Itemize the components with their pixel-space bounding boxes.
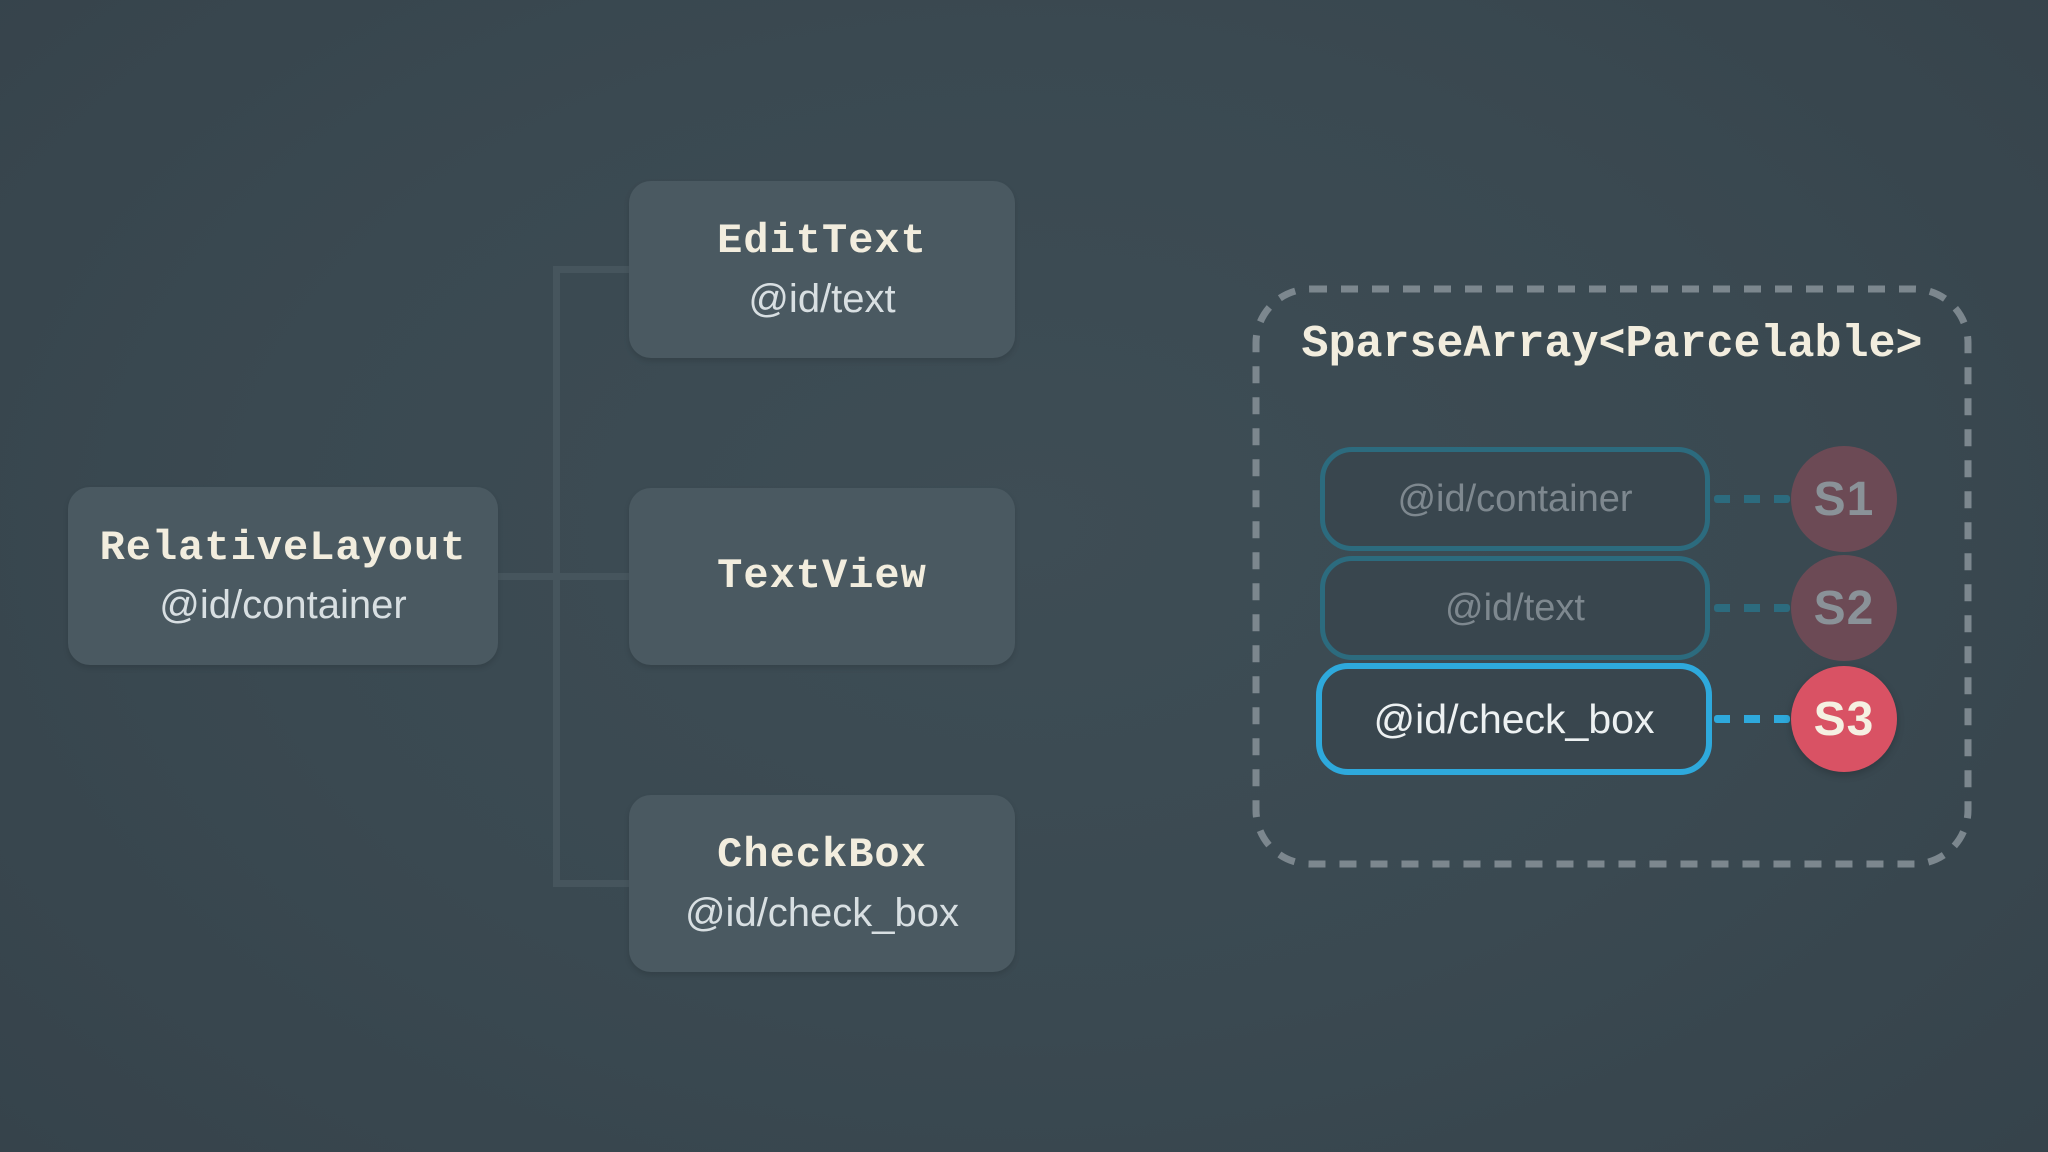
state-link-s2 — [1714, 604, 1790, 612]
state-badge-s1: S1 — [1791, 446, 1897, 552]
state-badge-s2: S2 — [1791, 555, 1897, 661]
node-subtitle: @id/check_box — [684, 890, 960, 935]
saved-state-key-container: @id/container — [1320, 447, 1710, 551]
node-title: CheckBox — [717, 831, 927, 880]
tree-connector-edittext — [553, 266, 631, 273]
node-title: RelativeLayout — [99, 523, 467, 572]
saved-state-key-check-box: @id/check_box — [1316, 663, 1712, 775]
view-node-checkbox: CheckBox @id/check_box — [629, 795, 1015, 972]
state-link-s1 — [1714, 495, 1790, 503]
node-subtitle: @id/container — [159, 583, 407, 628]
state-badge-s3: S3 — [1791, 666, 1897, 772]
tree-connector-checkbox — [553, 880, 631, 887]
sparse-array-panel: SparseArray<Parcelable> — [1252, 285, 1972, 868]
sparse-array-title: SparseArray<Parcelable> — [1301, 319, 1923, 370]
view-node-relativelayout: RelativeLayout @id/container — [68, 487, 498, 665]
view-node-edittext: EditText @id/text — [629, 181, 1015, 358]
saved-state-key-text: @id/text — [1320, 556, 1710, 660]
node-title: EditText — [717, 217, 927, 266]
node-title: TextView — [717, 552, 927, 601]
state-link-s3 — [1714, 715, 1790, 723]
view-node-textview: TextView — [629, 488, 1015, 665]
node-subtitle: @id/text — [748, 276, 896, 321]
tree-connector-root-textview — [497, 573, 631, 580]
